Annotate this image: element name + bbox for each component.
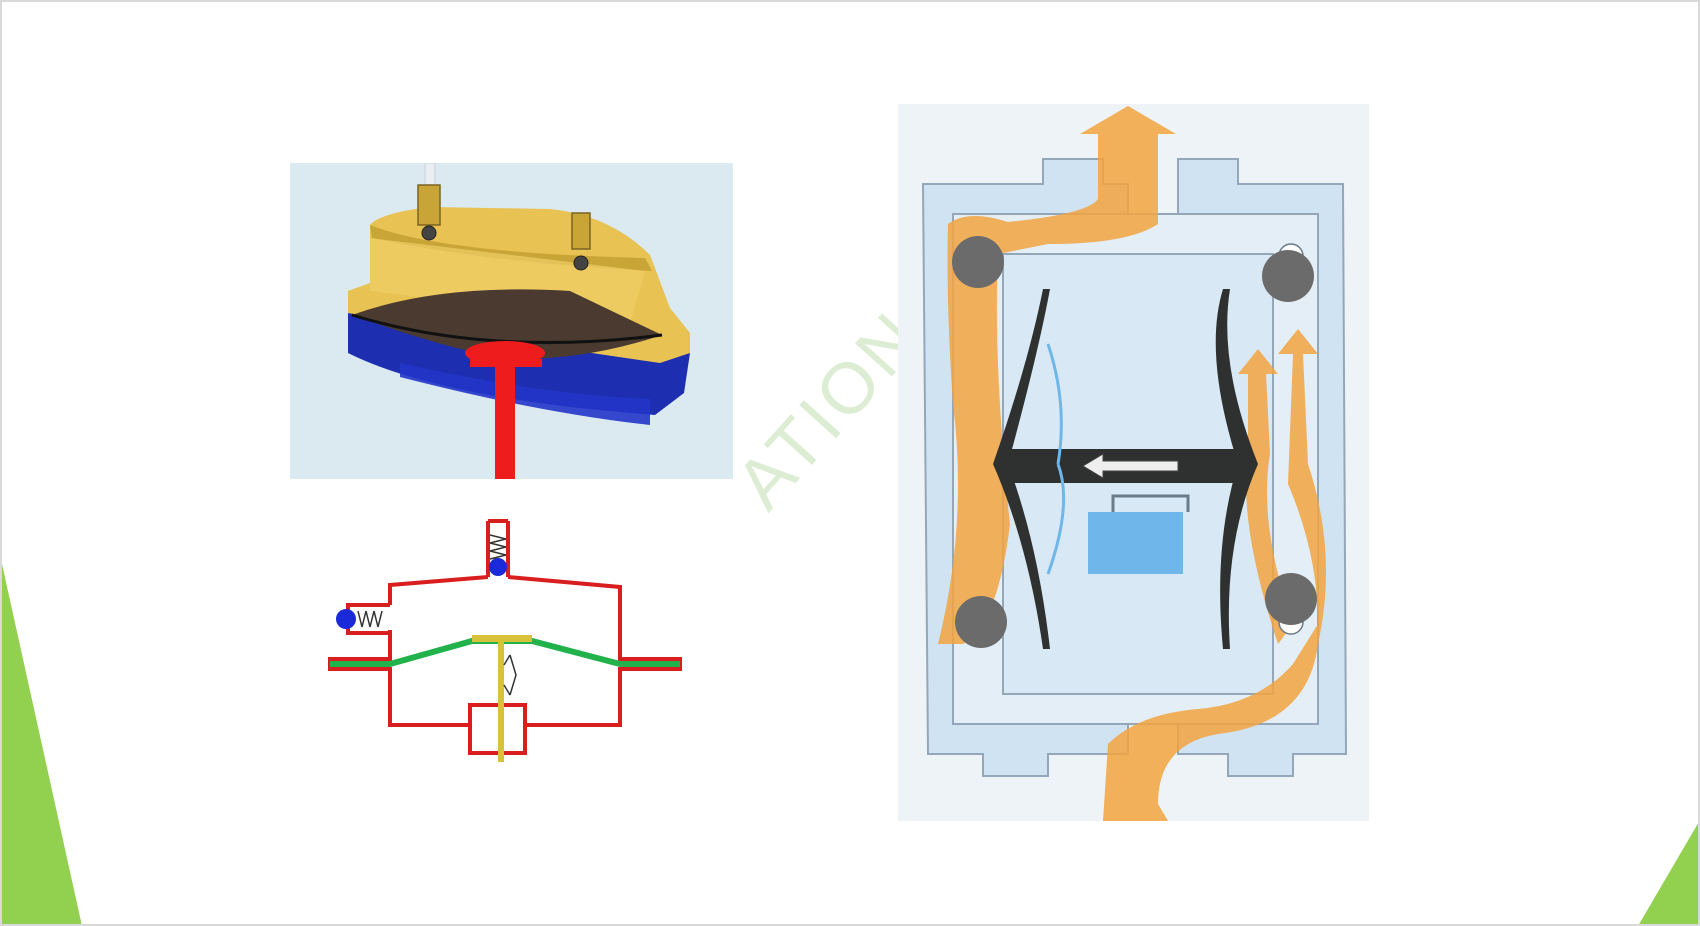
screw-right — [573, 255, 589, 271]
flow-discharge-path — [938, 106, 1176, 644]
air-streaks — [1046, 343, 1066, 575]
check-ball-top-left — [952, 236, 1004, 288]
flow-split-arrow — [1238, 349, 1293, 644]
check-ball-bottom-left — [955, 596, 1007, 648]
diaphragm-schematic-svg — [328, 519, 682, 762]
left-diaphragm — [993, 289, 1050, 649]
arrow-updown-icon — [503, 654, 517, 696]
fitting-right — [571, 212, 591, 250]
diaphragm-pump-svg — [898, 104, 1369, 821]
right-green-accent — [1638, 820, 1700, 926]
diaphragm-schematic-icon — [320, 515, 690, 765]
left-green-accent — [0, 555, 82, 926]
schematic-plate — [472, 635, 532, 642]
air-valve-block — [1088, 512, 1183, 574]
lower-chamber-front — [400, 363, 650, 425]
check-ball-left — [336, 609, 356, 629]
diaphragm-pump-icon — [898, 104, 1369, 821]
flow-intake-path — [1103, 329, 1326, 821]
spring-left — [357, 610, 383, 628]
schematic-body — [328, 519, 682, 755]
arrow-left-icon — [1082, 453, 1179, 479]
valve-stem — [495, 353, 515, 479]
check-ball-bottom-right — [1265, 573, 1317, 625]
stem-flange — [470, 359, 542, 367]
spring-top — [489, 534, 507, 560]
air-valve-stem — [1111, 494, 1190, 512]
check-ball-top-right — [1262, 250, 1314, 302]
schematic-stem — [498, 642, 504, 762]
diaphragm-valve-3d-icon — [290, 163, 733, 479]
diaphragm-edge — [351, 313, 663, 345]
screw-left — [421, 225, 437, 241]
check-ball-top — [489, 558, 507, 576]
fitting-left — [417, 184, 441, 226]
diaphragm-valve-3d-svg — [290, 163, 733, 479]
